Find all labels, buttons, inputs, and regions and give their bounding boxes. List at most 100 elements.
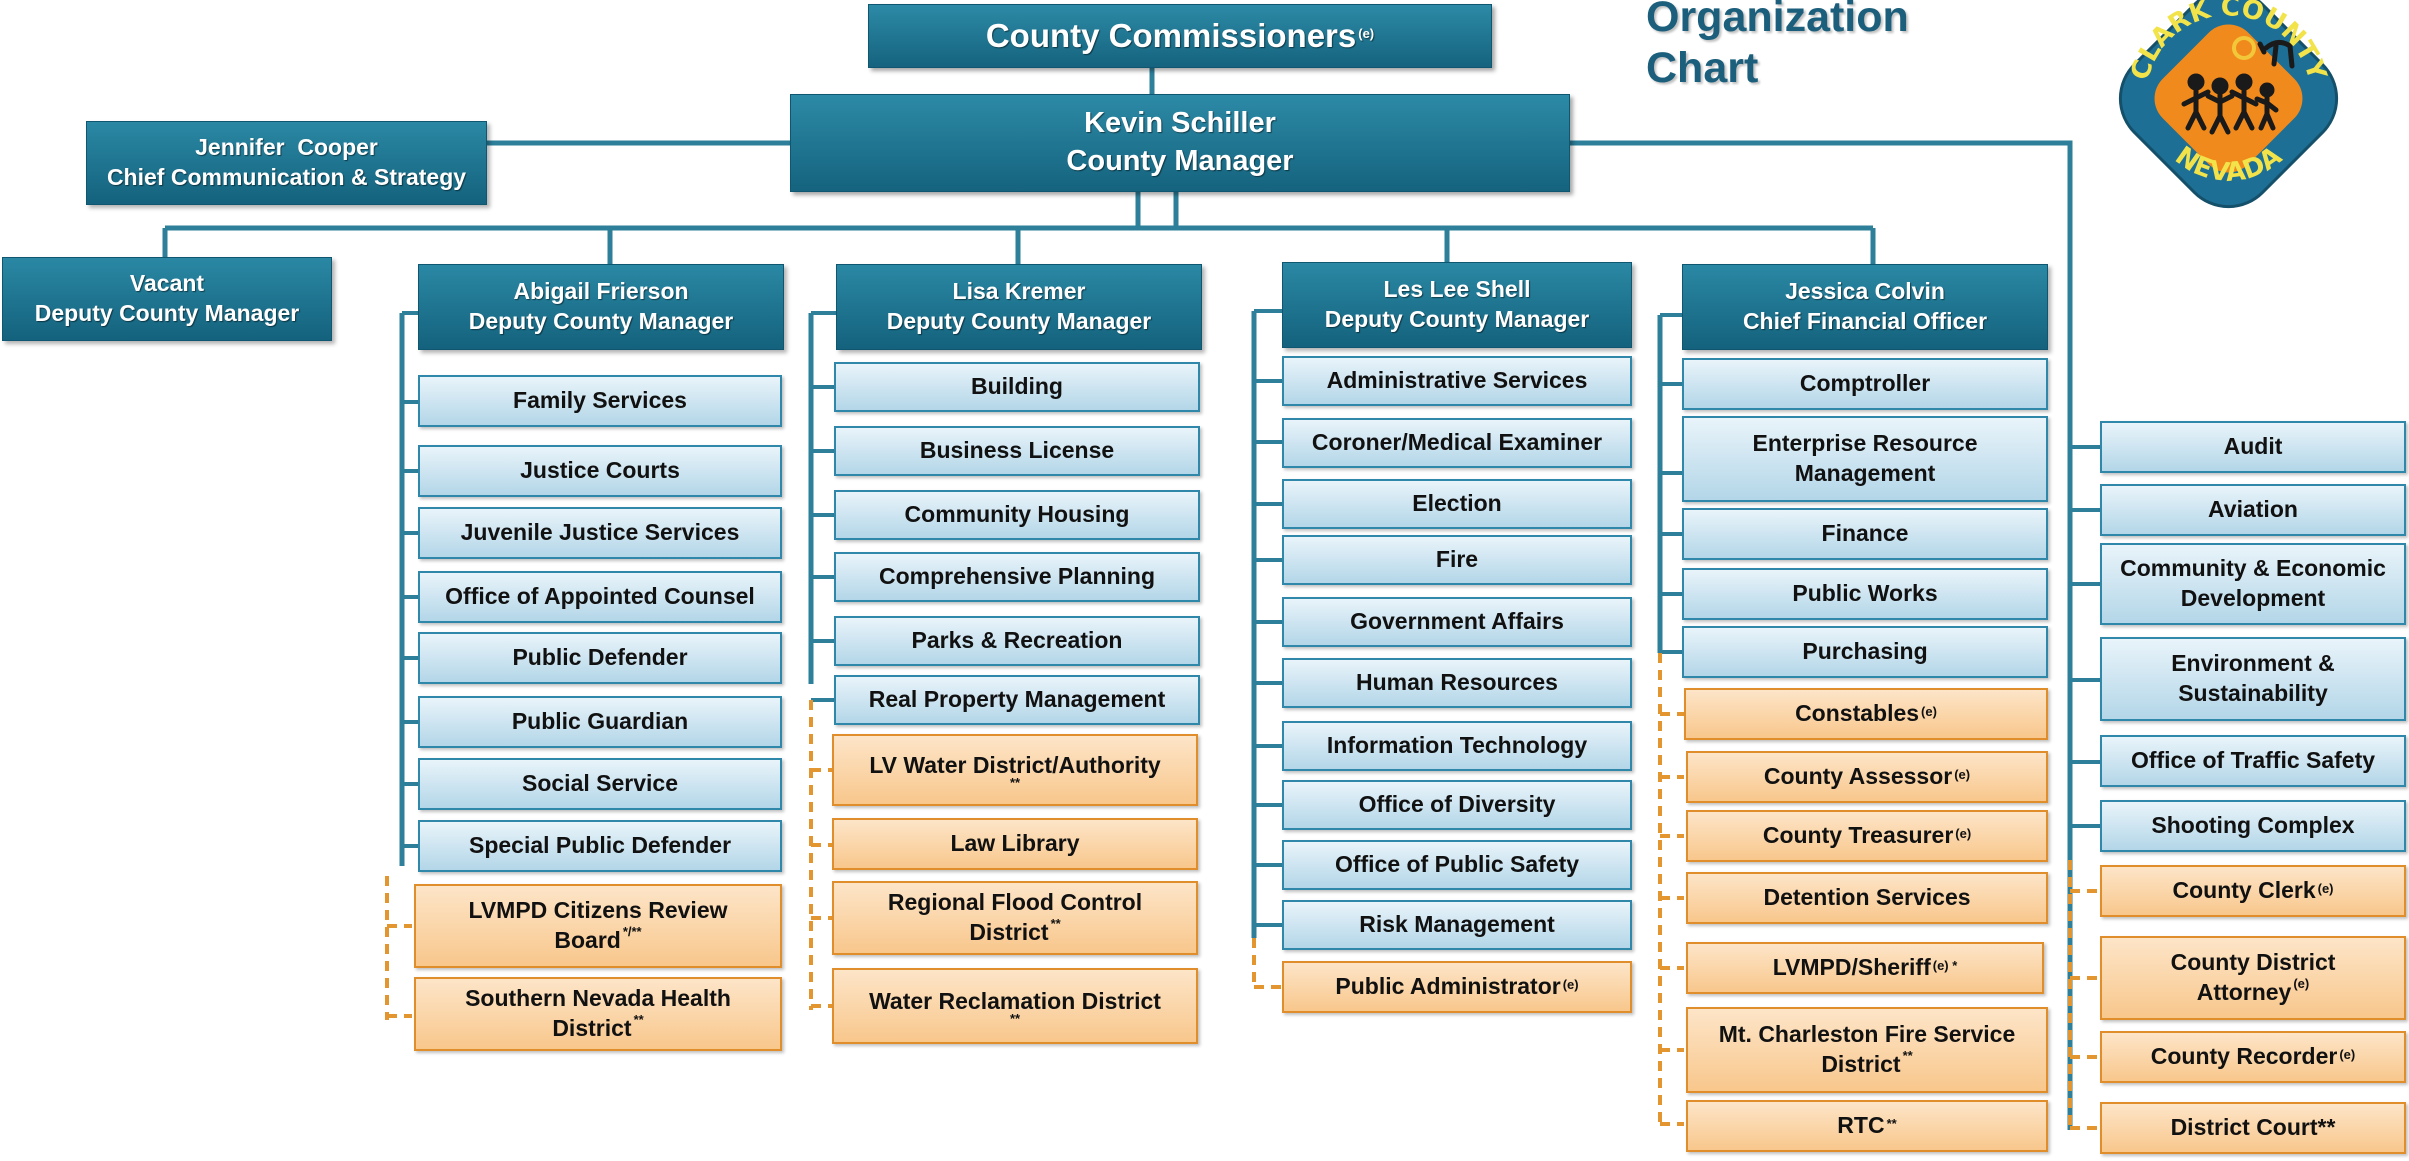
dept-box: Public Guardian [418,696,782,748]
entity-label: LVMPD/Sheriff [1772,954,1931,981]
entity-label-line1: Regional Flood Control [887,889,1143,916]
chart-title-line1: Organization [1646,0,1909,41]
dept-box: Purchasing [1682,626,2048,678]
shell-name: Les Lee Shell [1383,276,1531,303]
dept-box: Environment & Sustainability [2100,637,2406,721]
entity-label-line2: District [552,1015,632,1041]
entity-box: Mt. Charleston Fire Service District** [1686,1007,2048,1093]
dept-label: Business License [919,437,1115,464]
entity-label-line1: Southern Nevada Health [465,985,731,1012]
entity-box: County District Attorney(e) [2100,936,2406,1020]
entity-marker: (e) [1955,825,1972,841]
dept-label-line1: Environment & [2171,650,2335,677]
dept-box: Special Public Defender [418,820,782,872]
dept-box: Public Works [1682,568,2048,620]
colvin-title: Chief Financial Officer [1742,308,1988,334]
elected-marker: (e) [1358,25,1375,41]
shell-header: Les Lee Shell Deputy County Manager [1282,262,1632,348]
dept-box: Office of Public Safety [1282,840,1632,890]
dept-box: Office of Traffic Safety [2100,735,2406,787]
communications-title: Chief Communication & Strategy [106,164,467,190]
county-commissioners-label: County Commissioners [985,16,1357,54]
entity-label: RTC [1837,1112,1885,1139]
county-manager-box: Kevin Schiller County Manager [790,94,1570,192]
dept-box: Social Service [418,758,782,810]
entity-label-line2: Board [554,927,621,953]
dept-label-line2: Sustainability [2178,680,2328,706]
entity-marker: (e) [2317,880,2334,896]
colvin-name: Jessica Colvin [1785,278,1945,305]
dept-label: Office of Public Safety [1334,851,1580,878]
entity-box: LV Water District/Authority ** [832,734,1198,806]
entity-marker: (e) [1921,703,1937,719]
entity-box: Detention Services [1686,872,2048,924]
dept-label: Government Affairs [1350,608,1564,635]
dept-label: Shooting Complex [2151,812,2355,839]
entity-box: LVMPD Citizens Review Board*/** [414,884,782,968]
dept-label: Public Guardian [511,708,689,735]
dept-box: Juvenile Justice Services [418,507,782,559]
dept-label-line2: Management [1794,460,1936,486]
entity-label: Detention Services [1763,884,1971,911]
frierson-header: Abigail Frierson Deputy County Manager [418,264,784,350]
dept-box: Shooting Complex [2100,800,2406,852]
dept-box: Information Technology [1282,721,1632,771]
entity-marker: ** [1009,775,1021,791]
dept-box: Administrative Services [1282,356,1632,406]
dept-box: Family Services [418,375,782,427]
entity-box: LVMPD/Sheriff(e) * [1686,942,2044,994]
dept-label: Social Service [522,770,678,797]
dept-box: Finance [1682,508,2048,560]
entity-marker: ** [1050,916,1061,931]
entity-marker: ** [1009,1011,1021,1027]
dept-box: Risk Management [1282,900,1632,950]
entity-box: Law Library [832,818,1198,870]
dept-box: Coroner/Medical Examiner [1282,418,1632,468]
dept-label: Office of Traffic Safety [2130,747,2376,774]
dept-box: Building [834,362,1200,412]
kremer-name: Lisa Kremer [952,278,1086,305]
entity-box: Constables(e) [1684,688,2048,740]
entity-label-line2: Attorney [2196,979,2292,1005]
entity-label-line2: District [969,919,1049,945]
clark-county-seal: CLARK COUNTY NEVADA [2118,0,2339,209]
dept-label: Justice Courts [520,457,680,484]
dept-label: Administrative Services [1326,367,1588,394]
entity-box: County Recorder(e) [2100,1031,2406,1083]
dept-label: Risk Management [1359,911,1555,938]
entity-label-line1: LVMPD Citizens Review [468,897,728,924]
dept-label: Audit [2223,433,2283,460]
dept-box: Community Housing [834,490,1200,540]
dept-label-line1: Community & Economic [2120,555,2386,582]
dept-label: Juvenile Justice Services [460,519,740,546]
entity-label: Law Library [950,830,1080,857]
dept-label: Information Technology [1326,732,1588,759]
kremer-header: Lisa Kremer Deputy County Manager [836,264,1202,350]
entity-marker: (e) [1954,766,1971,782]
dept-label: Purchasing [1802,638,1928,665]
dept-label: Special Public Defender [468,832,732,859]
entity-label-line2: District [1821,1051,1901,1077]
entity-box: Public Administrator(e) [1282,961,1632,1013]
entity-marker: (e) [2293,976,2310,991]
dept-box: Comprehensive Planning [834,552,1200,602]
kremer-title: Deputy County Manager [886,308,1152,334]
dept-label: Public Defender [512,644,688,671]
entity-marker: ** [1902,1048,1913,1063]
dept-label-line1: Enterprise Resource [1752,430,1978,457]
entity-marker: (e) * [1932,957,1958,973]
vacant-deputy-name: Vacant [129,270,205,297]
dept-label: Building [971,373,1063,400]
entity-marker: */** [622,924,642,939]
dept-label: Real Property Management [868,686,1166,713]
dept-label: Office of Diversity [1358,791,1556,818]
dept-label: Family Services [513,387,687,414]
county-manager-title: County Manager [1066,145,1294,177]
dept-box: Public Defender [418,632,782,684]
dept-label: Finance [1821,520,1909,547]
dept-box: Election [1282,479,1632,529]
dept-label-line2: Development [2180,585,2326,611]
dept-label: Community Housing [904,501,1130,528]
dept-label: Office of Appointed Counsel [445,583,755,610]
dept-box: Parks & Recreation [834,616,1200,666]
